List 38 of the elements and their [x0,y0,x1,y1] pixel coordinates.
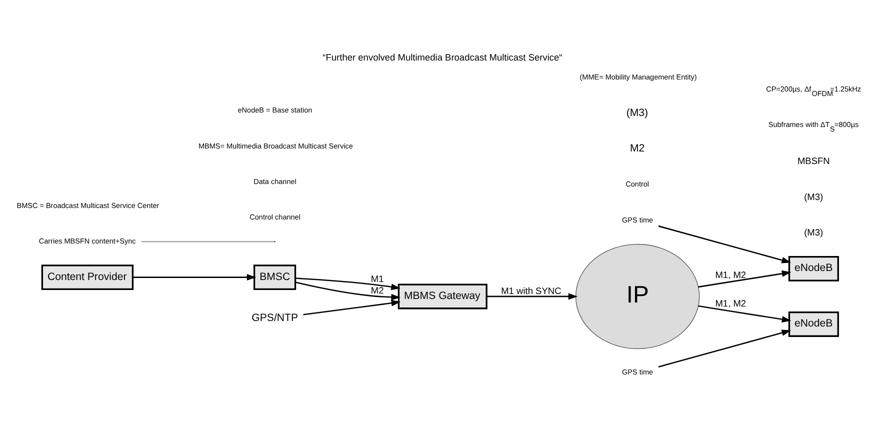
arrow [486,292,578,300]
label: MBMS= Multimedia Broadcast Multicast Service [198,140,353,150]
edge-label: M1 with SYNC [501,285,562,296]
node-text: GPS time [622,214,654,224]
edge-label: M1 [370,274,384,284]
label: BMSC = Broadcast Multicast Service Center [16,200,160,210]
arrow [132,274,256,280]
label: Control [626,179,650,188]
label: eNodeB = Base station [238,105,312,114]
node-box: Content Provider [41,264,134,290]
label: MBSFN [797,156,830,166]
node-box: BMSC [253,264,296,290]
edge-label: M1, M2 [715,270,746,280]
label: (M3) [804,226,824,237]
label: (M3) [804,191,824,202]
arrow [698,304,792,322]
node-text: GPS time [622,366,654,376]
arrow [295,281,400,300]
diagram-title: “Further envolved Multimedia Broadcast Multicast Service“ [322,52,562,62]
node-box: eNodeB [788,256,839,281]
node-box: MBMS Gateway [398,283,488,309]
edge-label: M1, M2 [715,298,746,308]
node-text: Carries MBSFN content+Sync [38,236,136,245]
arrow [698,270,792,288]
label: Data channel [254,176,296,186]
arrow [658,224,792,263]
edge-label: M2 [370,284,384,295]
node-text: GPS/NTP [252,311,298,324]
label: (M3) [626,106,648,118]
node-ellipse: IP [575,243,700,348]
label: Control channel [250,212,300,222]
label: M2 [630,142,645,154]
connector [141,240,274,242]
label: (MME= Mobility Management Entity) [580,72,697,82]
arrow [295,277,400,290]
arrow [303,299,401,315]
arrow [658,329,792,368]
node-box: eNodeB [788,311,839,336]
